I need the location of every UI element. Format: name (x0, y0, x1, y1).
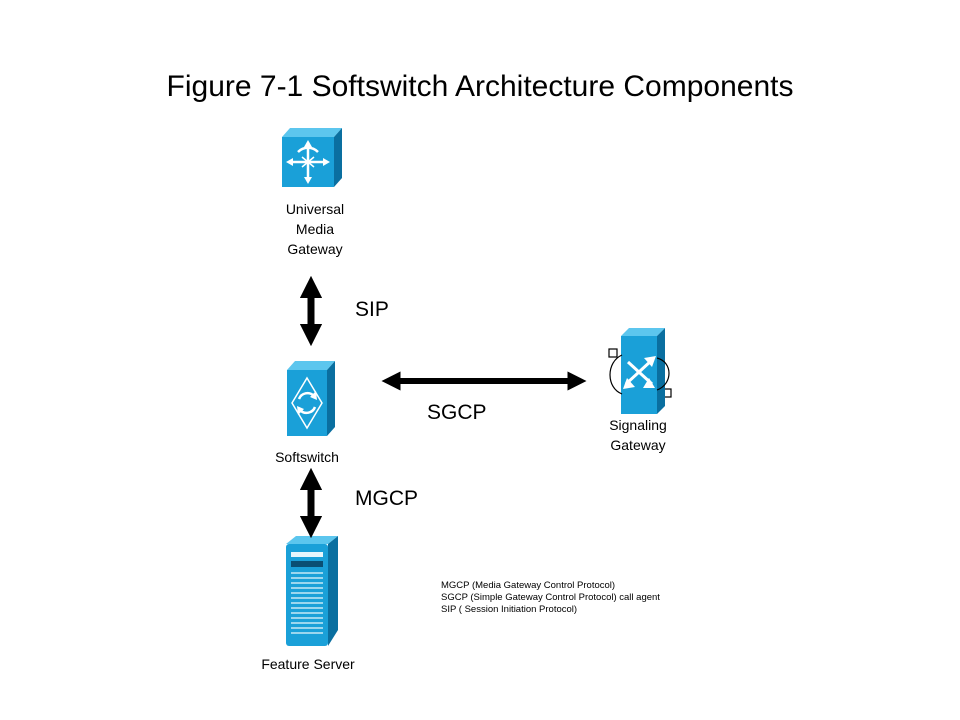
legend-line-mgcp: MGCP (Media Gateway Control Protocol) (441, 580, 616, 591)
feature-server-icon[interactable] (286, 536, 338, 646)
signaling-gateway-label: Signaling Gateway (609, 417, 667, 453)
softswitch-icon[interactable] (287, 361, 335, 436)
legend-line-sip: SIP ( Session Initiation Protocol) (441, 604, 578, 615)
softswitch-label: Softswitch (275, 449, 339, 465)
sgcp-label: SGCP (427, 401, 487, 424)
legend-line-sgcp: SGCP (Simple Gateway Control Protocol) c… (441, 592, 660, 603)
page-title: Figure 7-1 Softswitch Architecture Compo… (166, 70, 794, 103)
mgcp-label: MGCP (355, 487, 418, 510)
universal-media-gateway-label: Universal Media Gateway (285, 201, 345, 257)
universal-media-gateway-icon[interactable] (282, 128, 342, 187)
feature-server-label: Feature Server (261, 656, 355, 672)
sip-label: SIP (355, 298, 389, 321)
protocol-legend: MGCP (Media Gateway Control Protocol) SG… (441, 580, 681, 616)
signaling-gateway-icon[interactable] (608, 328, 672, 414)
